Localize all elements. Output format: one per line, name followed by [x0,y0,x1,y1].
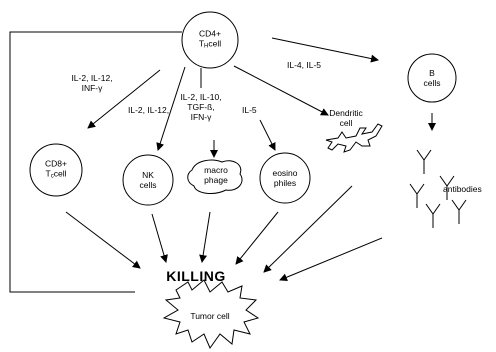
macrophage-label: macro phage [204,165,228,185]
arrow-eosinophil-to-tumor [235,211,279,265]
eosinophil-label: eosino philes [272,168,297,188]
eosino-line2: philes [273,178,297,188]
arrow-cd4-to-bcells [271,37,379,63]
cd4-line2: THcell [198,38,222,50]
dendritic-cell-label: Dendritic cell [329,108,363,128]
dendritic-line2: cell [339,118,353,128]
eosinophil-cytokine-label: IL-5 [242,105,257,115]
left-bracket-line [9,31,182,293]
arrow-cd8-to-tumor [65,211,141,269]
cd8-cytokines-line2: INF-γ [81,83,103,93]
b-line1: B [429,68,435,78]
cd8-cell-label: CD8+ Tccell [45,159,67,182]
tumor-cell-label: Tumor cell [190,311,230,321]
arrow-antibodies-to-tumor [279,237,383,282]
arrow-cd4-to-nk [156,66,186,151]
bcell-cytokines-label: IL-4, IL-5 [287,60,322,70]
antibody-icons [409,149,467,228]
cd8-line2: Tccell [45,168,67,180]
eosinophil-circle [259,152,311,204]
nk-cytokines-label: IL-2, IL-12, [128,105,170,115]
dendritic-cell-shape [325,123,383,153]
macro-line1: macro [204,165,228,175]
arrow-dendritic-to-tumor [263,185,353,273]
macro-cytokines-line2: TGF-ß, [187,102,215,112]
tumor-cell-shape [162,279,260,350]
killing-label: KILLING [166,268,226,284]
cd4-cell-circle [181,11,239,69]
cd4-line1: CD4+ [199,28,221,39]
cd4-cell-label: CD4+ THcell [199,29,221,52]
nk-cell-circle [122,154,174,206]
macro-cytokines-line3: IFN-γ [190,112,212,122]
macrophage-shape [187,159,243,194]
arrow-cd4-to-dendritic [233,65,329,116]
b-line2: cells [423,78,441,88]
dendritic-line1: Dendritic [329,108,363,118]
nk-cells-label: NK cells [139,170,156,190]
macrophage-cytokines-label: IL-2, IL-10, TGF-ß, IFN-γ [180,92,221,122]
b-cells-label: B cells [423,68,440,88]
cd8-line1: CD8+ [45,158,67,169]
nk-line2: cells [139,180,157,190]
b-cell-circle [407,53,457,103]
macro-line2: phage [204,175,228,185]
antibodies-label: antibodies [443,184,482,194]
arrow-eosino-cytokine-to-eosinophil [259,119,276,151]
arrow-nk-to-tumor [151,213,168,263]
cd8-cytokines-label: IL-2, IL-12, INF-γ [71,73,112,93]
arrow-cd4-to-cd8 [87,69,161,129]
cd8-cell-circle [29,143,83,197]
arrow-macrophage-to-tumor [199,211,211,263]
macro-cytokines-line1: IL-2, IL-10, [180,92,222,102]
eosino-line1: eosino [272,168,298,178]
nk-line1: NK [142,170,154,180]
cd8-cytokines-line1: IL-2, IL-12, [71,73,113,83]
